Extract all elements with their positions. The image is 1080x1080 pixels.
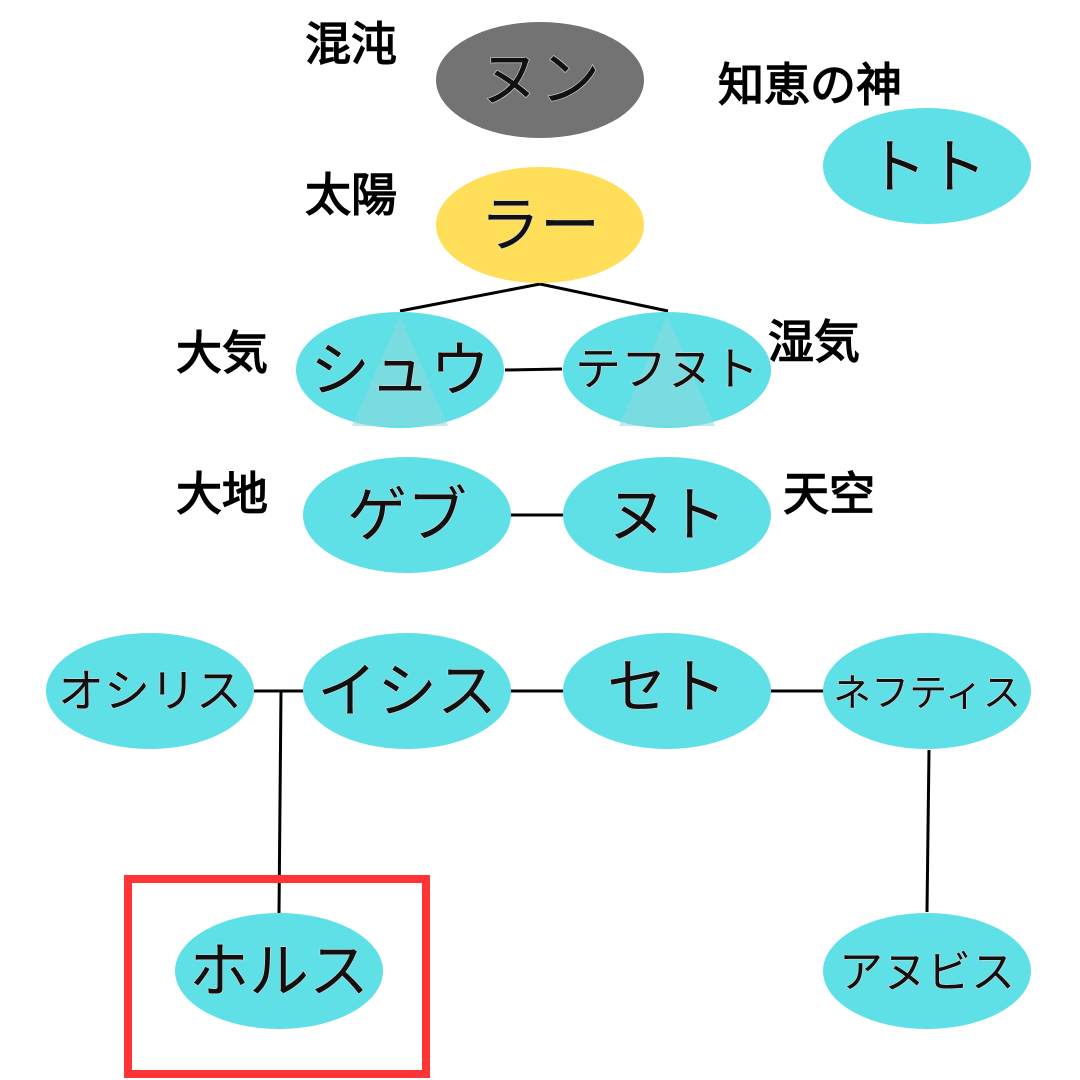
geb-ellipse: [303, 457, 511, 573]
ra-ellipse: [436, 167, 644, 283]
deity-tefnut[interactable]: テフヌト: [563, 312, 771, 428]
horus-name: ホルス: [189, 937, 369, 1007]
deity-set[interactable]: セト: [563, 633, 771, 749]
deity-shu[interactable]: シュウ: [296, 312, 504, 428]
thoth-role-label: 知恵の神: [718, 58, 902, 112]
thoth-ellipse: [823, 108, 1031, 224]
deity-geb[interactable]: ゲブ: [303, 457, 511, 573]
isis-name: イシス: [317, 657, 497, 727]
role-labels: 混沌 知恵の神 太陽 大気 湿気 大地 天空: [176, 17, 902, 521]
deity-nephthys[interactable]: ネフティス: [823, 633, 1031, 749]
ra-role-label: 太陽: [305, 168, 397, 222]
set-name: セト: [607, 653, 727, 723]
nun-role-label: 混沌: [305, 17, 397, 71]
horus-ellipse: [175, 913, 383, 1029]
thoth-name: トト: [867, 133, 987, 203]
nephthys-ellipse: [823, 633, 1031, 749]
geb-name: ゲブ: [347, 481, 467, 551]
shu-shade: [352, 316, 448, 426]
deity-nut[interactable]: ヌト: [563, 457, 771, 573]
nut-name: ヌト: [607, 481, 727, 551]
deity-osiris[interactable]: オシリス: [46, 633, 254, 749]
deity-isis[interactable]: イシス: [303, 633, 511, 749]
nut-ellipse: [563, 457, 771, 573]
tefnut-role-label: 湿気: [768, 315, 860, 369]
deity-anubis[interactable]: アヌビス: [823, 913, 1031, 1029]
shu-name: シュウ: [310, 336, 490, 406]
osiris-ellipse: [46, 633, 254, 749]
deity-nun[interactable]: ヌン: [436, 22, 644, 138]
nephthys-name: ネフティス: [833, 671, 1021, 715]
tefnut-name: テフヌト: [575, 342, 759, 396]
nun-name: ヌン: [480, 45, 600, 115]
tefnut-shade: [619, 316, 715, 426]
ra-to-tefnut-line: [539, 282, 669, 313]
nut-role-label: 天空: [783, 467, 875, 521]
isis-ellipse: [303, 633, 511, 749]
nephthys-to-anubis-line: [925, 749, 931, 913]
deity-thoth[interactable]: トト: [823, 108, 1031, 224]
anubis-ellipse: [823, 913, 1031, 1029]
anubis-name: アヌビス: [839, 947, 1015, 998]
osiris-name: オシリス: [58, 664, 242, 718]
ra-name: ラー: [480, 191, 600, 261]
geb-role-label: 大地: [176, 467, 268, 521]
deity-horus[interactable]: ホルス: [175, 913, 383, 1029]
deity-nodes: ヌン トト ラー シュウ テフヌト ゲブ ヌト: [46, 22, 1031, 1029]
horus-highlight-box: [124, 875, 430, 1078]
deity-ra[interactable]: ラー: [436, 167, 644, 283]
shu-tefnut-couple-line: [504, 367, 563, 372]
set-ellipse: [563, 633, 771, 749]
shu-role-label: 大気: [176, 326, 268, 380]
nun-ellipse: [436, 22, 644, 138]
ra-to-shu-line: [399, 282, 541, 313]
